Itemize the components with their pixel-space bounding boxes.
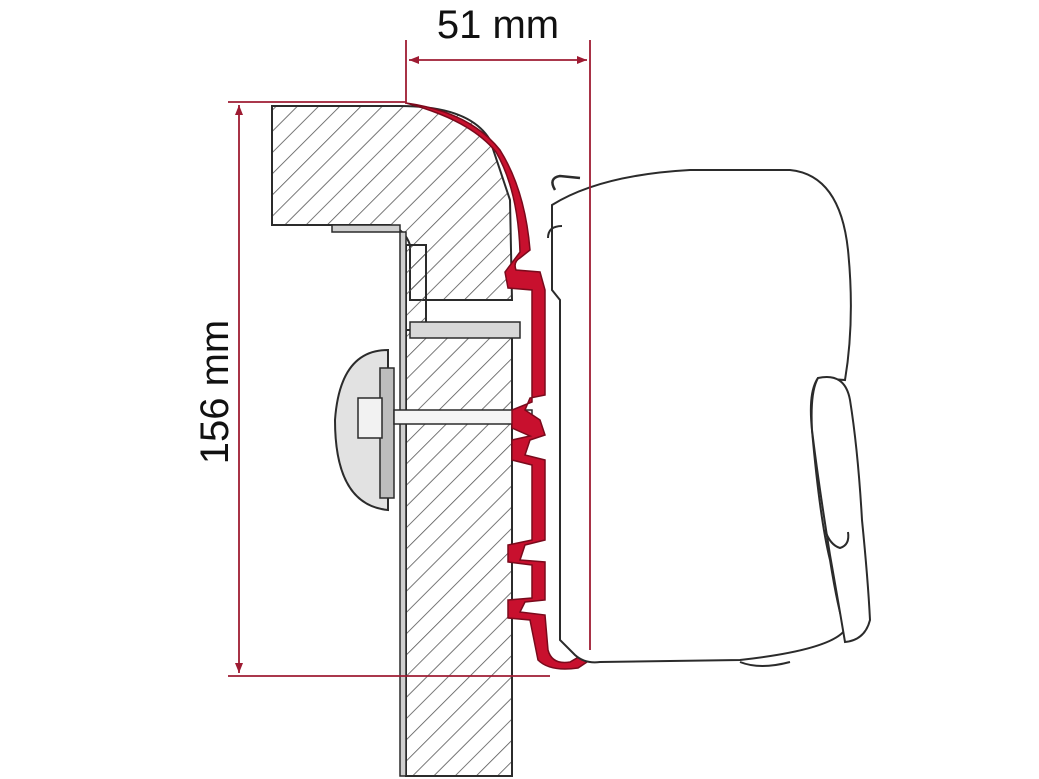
width-dimension [405,40,591,650]
adapter-rail [405,102,592,670]
mounting-bracket [331,224,521,777]
width-dimension-label: 51 mm [437,3,559,47]
awning-cassette [547,169,872,667]
vehicle-roof-section [271,105,514,301]
vehicle-wall-section [405,244,513,777]
height-dimension-label: 156 mm [193,320,237,465]
height-dimension [228,101,550,677]
